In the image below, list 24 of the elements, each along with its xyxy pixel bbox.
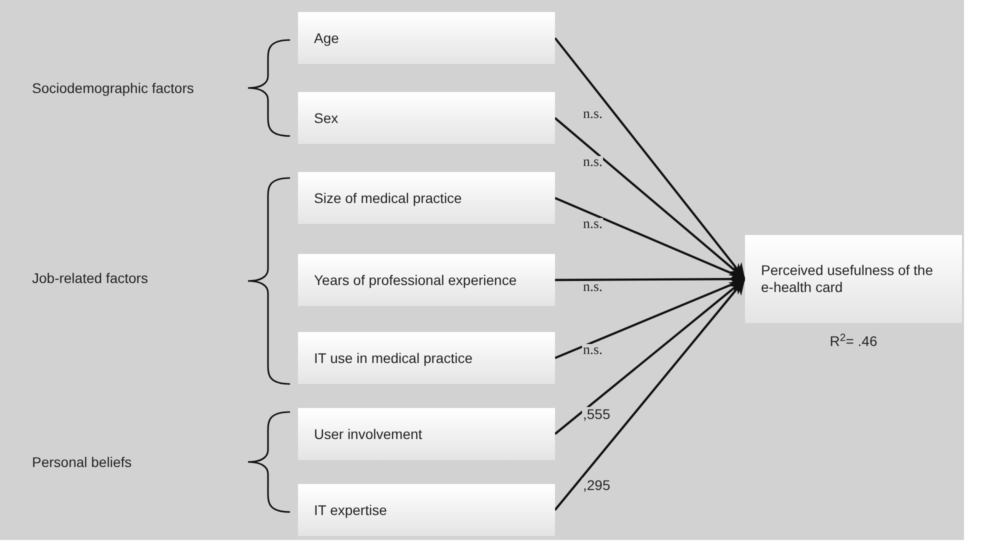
group-label: Personal beliefs (32, 453, 132, 472)
factor-box (298, 12, 555, 64)
factor-box (298, 408, 555, 460)
edge-label: ,555 (582, 407, 612, 421)
arrow (554, 37, 746, 280)
factor-box (298, 254, 555, 306)
factor-box (298, 484, 555, 536)
r-squared-text: R$^{2}$= .46 (830, 333, 878, 349)
box-text: IT expertise (314, 502, 387, 518)
box-text: Size of medical practice (314, 190, 462, 206)
box-text: Sex (314, 110, 338, 126)
edge-label: ,295 (582, 478, 612, 492)
box-text: Perceived usefulness of the e-health card (761, 262, 934, 296)
box-text: Years of professional experience (314, 272, 517, 288)
box-text: User involvement (314, 426, 422, 442)
group-label: Job-related factors (32, 269, 148, 288)
box-text: Age (314, 30, 339, 46)
box-text: IT use in medical practice (314, 350, 472, 366)
factor-box (298, 332, 555, 384)
factor-box (745, 235, 962, 323)
arrow (554, 278, 746, 511)
factor-box (298, 92, 555, 144)
factor-box (298, 172, 555, 224)
group-label: Sociodemographic factors (32, 79, 194, 98)
